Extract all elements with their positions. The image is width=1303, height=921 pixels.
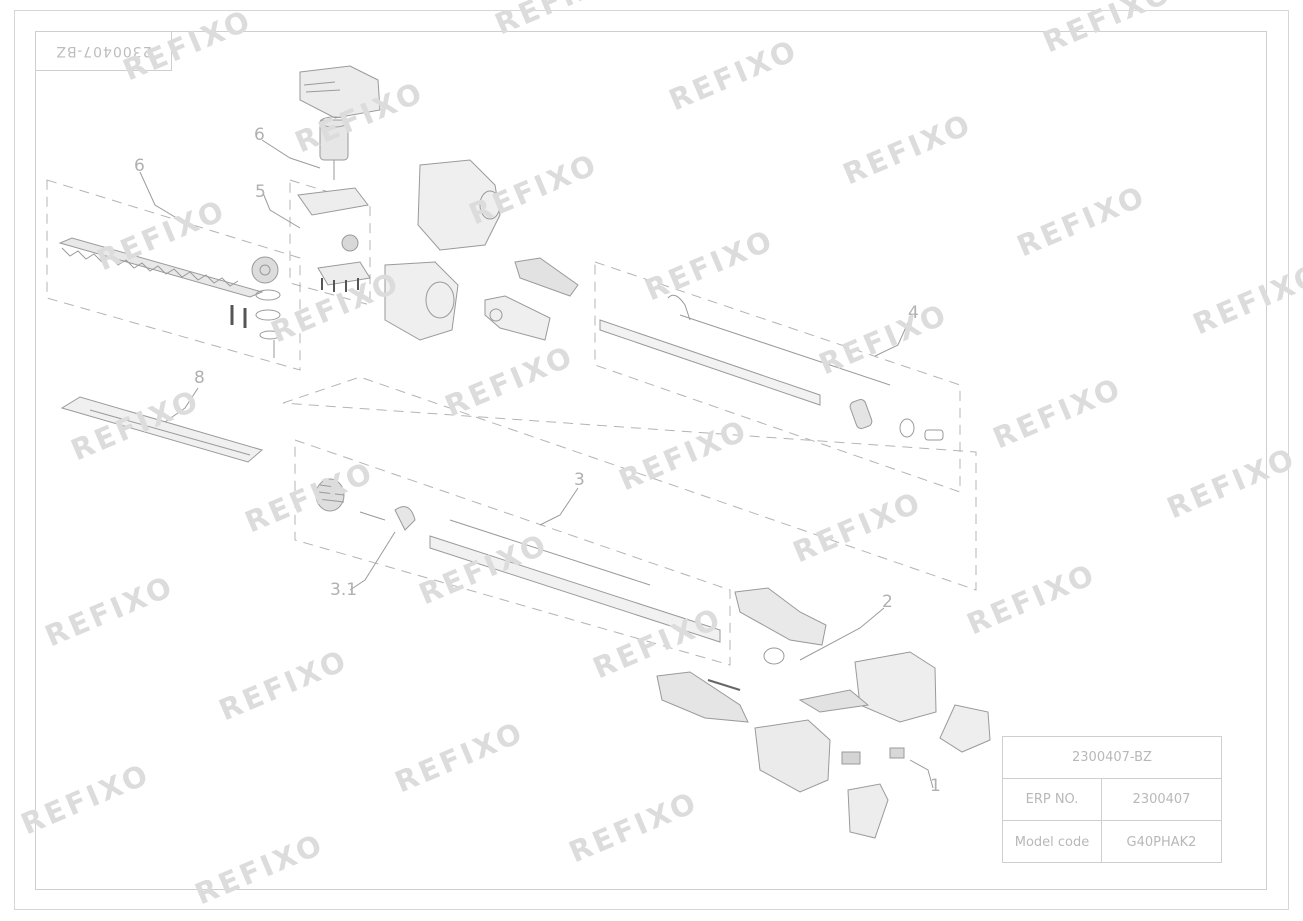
title-block-row-erp: ERP NO. 2300407 <box>1003 779 1221 821</box>
trigger-plate <box>798 689 870 713</box>
leader-7 <box>139 171 181 221</box>
head-housings <box>384 159 501 341</box>
washer-2 <box>255 309 281 321</box>
callout-3: 3 <box>574 470 585 490</box>
clamp-3-1 <box>394 506 416 531</box>
lower-tube-assembly <box>315 478 721 643</box>
collar-ring <box>899 418 915 438</box>
callout-7: 6 <box>134 156 145 176</box>
inner-border <box>35 31 1267 890</box>
model-label: Model code <box>1003 821 1102 863</box>
terminal-block <box>889 747 905 759</box>
title-block-row-model: Model code G40PHAK2 <box>1003 821 1221 863</box>
washer-3 <box>259 330 281 340</box>
rear-handle-assembly <box>734 587 827 665</box>
pinion-gear <box>341 234 359 252</box>
cover-ribs <box>303 81 341 93</box>
callout-1: 1 <box>930 776 941 796</box>
outer-border <box>14 10 1289 910</box>
model-value: G40PHAK2 <box>1126 834 1197 850</box>
callout-4: 4 <box>908 303 919 323</box>
cover-plate <box>847 783 889 839</box>
clamp-bolt <box>359 511 386 521</box>
corner-code-box: 2300407-BZ <box>35 31 172 71</box>
front-handle <box>734 587 827 646</box>
callout-5: 5 <box>255 182 266 202</box>
erp-value: 2300407 <box>1132 792 1191 807</box>
gear-wheel <box>251 256 279 284</box>
callout-8: 8 <box>194 368 205 388</box>
housing-boss <box>479 190 501 220</box>
grip-piece <box>514 257 579 297</box>
battery-housing-assembly <box>656 651 991 839</box>
leader-2 <box>799 607 885 661</box>
tube-collar <box>849 399 873 429</box>
callout-3-1: 3.1 <box>330 580 358 600</box>
battery-shell-right <box>854 651 937 723</box>
housing-window <box>425 281 455 319</box>
group-boundaries <box>46 179 977 666</box>
group-4-boundary <box>594 261 961 493</box>
motor-top <box>319 116 349 128</box>
coupling-piece <box>484 295 551 341</box>
leader-8 <box>164 387 199 423</box>
spring-coils <box>317 484 345 503</box>
gearbox-assembly <box>297 187 371 292</box>
title-block-row-drawing: 2300407-BZ <box>1003 737 1221 779</box>
leader-5 <box>262 192 301 229</box>
collar-bolt <box>924 429 944 441</box>
guard-body <box>60 396 264 463</box>
head-housing-left <box>384 261 459 341</box>
washer-1 <box>255 289 281 301</box>
blade-assembly <box>58 237 281 358</box>
blade-bar <box>58 237 264 298</box>
guard-edge <box>89 409 251 456</box>
battery-shell-left <box>754 719 831 793</box>
leader-1 <box>909 759 934 789</box>
group-3-outer-boundary <box>282 376 977 591</box>
group-7-boundary <box>46 179 301 371</box>
drive-rod <box>679 314 891 386</box>
gear-hub <box>259 264 271 276</box>
group-3-inner-boundary <box>294 439 731 666</box>
rear-grip <box>656 671 749 723</box>
motor-cover <box>299 65 381 119</box>
leader-4 <box>874 317 911 357</box>
blade-teeth <box>61 247 239 287</box>
switch-module <box>841 751 861 765</box>
drawing-number: 2300407-BZ <box>1072 750 1152 765</box>
head-housing-right <box>417 159 501 251</box>
handle-parts <box>484 257 579 341</box>
leader-6 <box>261 139 321 169</box>
inner-rod <box>449 519 651 586</box>
lever <box>707 679 741 691</box>
handle-ring <box>763 647 785 665</box>
upper-tube-assembly <box>599 294 944 441</box>
cable-hook <box>667 294 691 321</box>
title-block: 2300407-BZ ERP NO. 2300407 Model code G4… <box>1002 736 1222 863</box>
gearbox-plate-upper <box>297 187 369 216</box>
callout-2: 2 <box>882 592 893 612</box>
leader-lines <box>139 139 934 789</box>
leader-3 <box>539 487 579 526</box>
blade-guard <box>60 396 264 463</box>
end-cap <box>939 704 991 753</box>
erp-label: ERP NO. <box>1003 779 1102 820</box>
coupling-hole <box>489 308 503 322</box>
motor-assembly <box>299 65 381 180</box>
callout-6: 6 <box>254 125 265 145</box>
leader-3-1 <box>349 531 396 591</box>
lower-tube <box>429 535 721 643</box>
upper-tube <box>599 319 821 406</box>
